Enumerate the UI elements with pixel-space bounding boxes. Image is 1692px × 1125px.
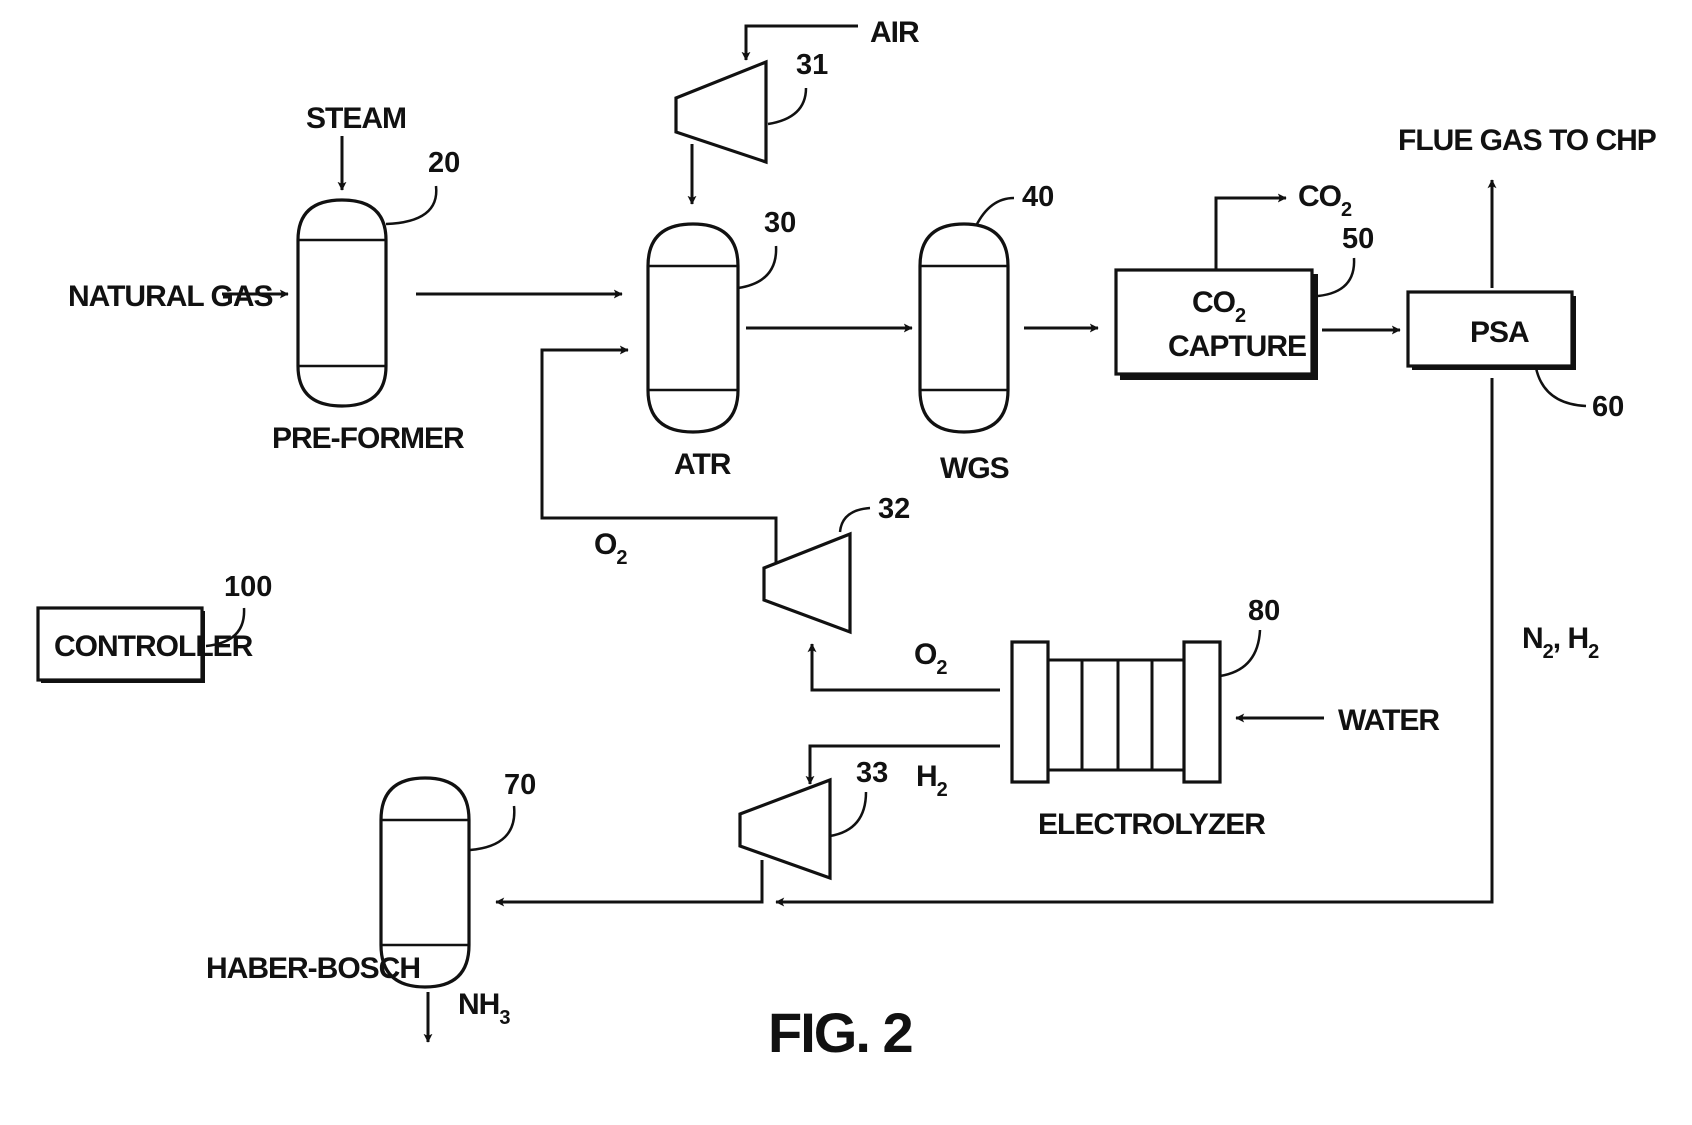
co2-capture-label-line2: CAPTURE xyxy=(1168,330,1306,363)
nh3-label: NH3 xyxy=(458,988,510,1029)
air-label: AIR xyxy=(870,16,920,49)
steam-label: STEAM xyxy=(306,102,406,135)
wgs-vessel xyxy=(920,224,1008,432)
leader-80 xyxy=(1220,630,1260,676)
flue-gas-label: FLUE GAS TO CHP xyxy=(1398,124,1656,157)
ref-70: 70 xyxy=(504,769,536,801)
h2-label: H2 xyxy=(916,760,948,801)
leader-70 xyxy=(470,806,514,850)
ref-33: 33 xyxy=(856,757,888,789)
controller-label: CONTROLLER xyxy=(54,630,254,663)
water-label: WATER xyxy=(1338,704,1440,737)
leader-60 xyxy=(1536,368,1586,406)
o2-electrolyzer-label: O2 xyxy=(914,638,947,679)
electrolyzer-o2-line xyxy=(812,644,1000,690)
n2-h2-label: N2, H2 xyxy=(1522,622,1599,663)
o2-recycle-label: O2 xyxy=(594,528,627,569)
leader-30 xyxy=(738,246,776,288)
pre-former-label: PRE-FORMER xyxy=(272,422,465,455)
ref-40: 40 xyxy=(1022,181,1054,213)
leader-33 xyxy=(830,792,866,836)
leader-50 xyxy=(1318,258,1354,296)
natural-gas-label: NATURAL GAS xyxy=(68,280,273,313)
psa-label: PSA xyxy=(1470,316,1529,349)
ref-31: 31 xyxy=(796,49,828,81)
leader-40 xyxy=(976,198,1014,226)
electrolyzer-label: ELECTROLYZER xyxy=(1038,808,1266,841)
co2-out-label: CO2 xyxy=(1298,180,1352,221)
ref-30: 30 xyxy=(764,207,796,239)
leader-32 xyxy=(840,508,870,532)
co2-out-line xyxy=(1216,198,1286,270)
ref-20: 20 xyxy=(428,147,460,179)
ref-60: 60 xyxy=(1592,391,1624,423)
ref-100: 100 xyxy=(224,571,272,603)
h2-compressor-to-haber-bosch-line xyxy=(496,860,762,902)
wgs-label: WGS xyxy=(940,452,1009,485)
electrolyzer-h2-line xyxy=(810,746,1000,784)
atr-vessel xyxy=(648,224,738,432)
h2-compressor xyxy=(740,780,830,878)
electrolyzer-stack xyxy=(1012,642,1220,782)
leader-20 xyxy=(386,186,436,224)
atr-label: ATR xyxy=(674,448,732,481)
ref-50: 50 xyxy=(1342,223,1374,255)
haber-bosch-label: HABER-BOSCH xyxy=(206,952,420,985)
ref-32: 32 xyxy=(878,493,910,525)
ref-80: 80 xyxy=(1248,595,1280,627)
leader-31 xyxy=(768,88,806,124)
air-compressor xyxy=(676,62,766,162)
figure-caption: FIG. 2 xyxy=(768,1001,912,1064)
pre-former-vessel xyxy=(298,200,386,406)
